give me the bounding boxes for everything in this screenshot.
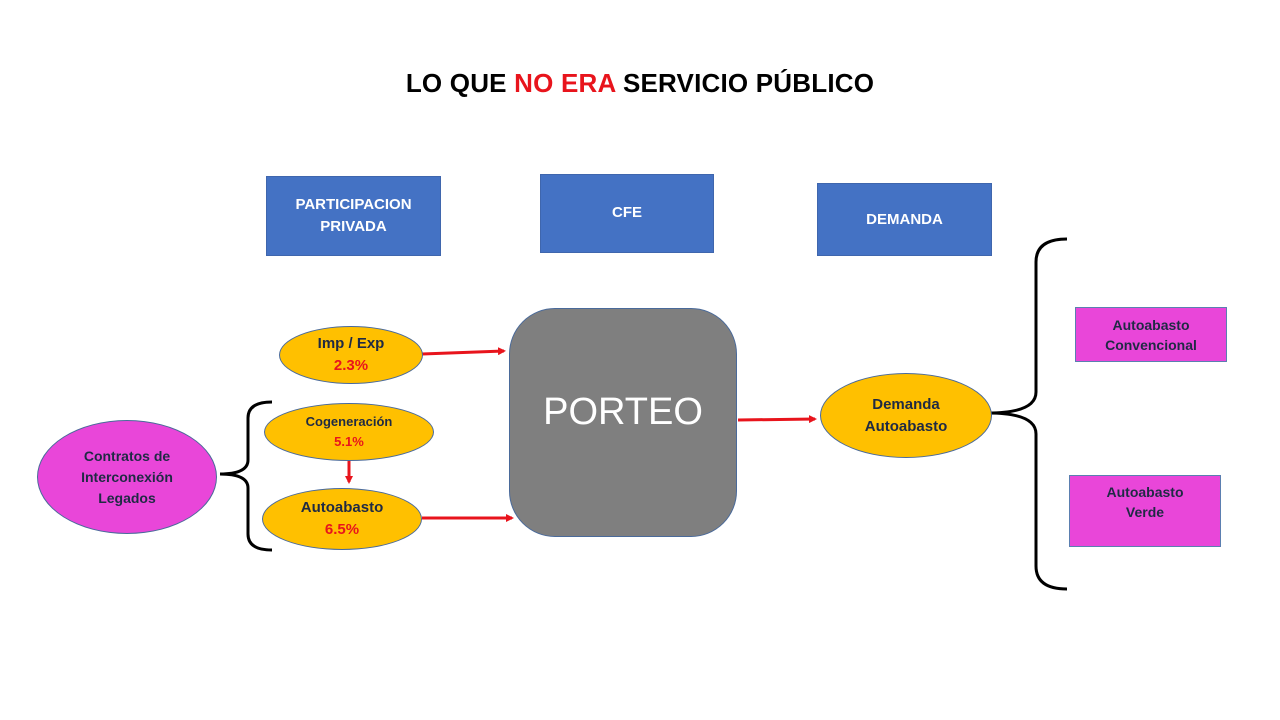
autoabasto-verde-label: Autoabasto Verde — [1106, 484, 1184, 520]
cfe-box: CFE — [540, 174, 714, 253]
autoabasto-convencional-box: Autoabasto Convencional — [1075, 307, 1227, 362]
demanda-autoabasto-label: Demanda Autoabasto — [864, 395, 948, 435]
title-part1: LO QUE — [405, 68, 507, 98]
left-brace — [219, 400, 273, 552]
cogeneracion-label: Cogeneración — [305, 414, 393, 429]
autoabasto-value: 6.5% — [324, 521, 360, 538]
demanda-autoabasto-node: Demanda Autoabasto — [820, 373, 992, 458]
contratos-label: Contratos de Interconexión Legados — [81, 447, 173, 506]
imp-exp-value: 2.3% — [333, 357, 369, 374]
cfe-label: CFE — [612, 203, 642, 221]
page-title: LO QUE NO ERA SERVICIO PÚBLICO — [0, 68, 1280, 99]
arrow-porteo-to-demanda — [737, 415, 817, 424]
cogeneracion-value: 5.1% — [334, 434, 364, 449]
title-part2: SERVICIO PÚBLICO — [622, 68, 875, 98]
participacion-privada-box: PARTICIPACION PRIVADA — [266, 176, 441, 256]
cogeneracion-node: Cogeneración 5.1% — [264, 403, 434, 461]
demanda-box: DEMANDA — [817, 183, 992, 256]
porteo-label: PORTEO — [543, 391, 703, 433]
right-brace — [987, 237, 1068, 591]
autoabasto-verde-box: Autoabasto Verde — [1069, 475, 1221, 547]
porteo-node: PORTEO — [509, 308, 737, 537]
imp-exp-label: Imp / Exp — [317, 335, 385, 352]
imp-exp-node: Imp / Exp 2.3% — [279, 326, 423, 384]
contratos-node: Contratos de Interconexión Legados — [37, 420, 217, 534]
participacion-privada-label: PARTICIPACION PRIVADA — [295, 196, 412, 235]
autoabasto-node: Autoabasto 6.5% — [262, 488, 422, 550]
demanda-label: DEMANDA — [866, 210, 943, 228]
title-highlight: NO ERA — [514, 68, 616, 98]
autoabasto-label: Autoabasto — [300, 499, 384, 516]
arrow-impexp-to-porteo — [421, 347, 506, 356]
autoabasto-convencional-label: Autoabasto Convencional — [1105, 316, 1197, 353]
